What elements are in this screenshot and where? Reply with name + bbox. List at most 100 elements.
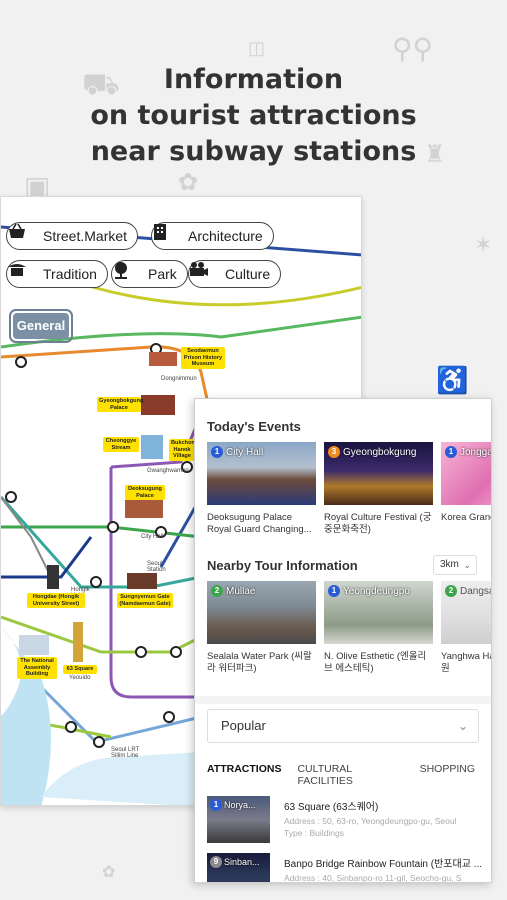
section-divider: [195, 696, 491, 704]
event-caption: Deoksugung Palace Royal Guard Changing..…: [207, 512, 312, 535]
nearby-caption: Yanghwa Ha (한강시민공원: [441, 651, 491, 674]
han-river-2: [41, 752, 201, 805]
general-button-label: General: [13, 313, 69, 339]
tab-cultural-facilities[interactable]: CULTURAL FACILITIES: [297, 763, 353, 787]
map-tag-bukchon[interactable]: Bukchon Hanok Village: [169, 439, 195, 461]
filter-label: Street.Market: [43, 228, 128, 244]
nearby-card[interactable]: 2Dangsan Yanghwa Ha (한강시민공원: [441, 581, 491, 675]
event-image: 1Jonggak: [441, 442, 491, 505]
headline-line-1: Information: [163, 64, 344, 95]
headline: Information on tourist attractions near …: [0, 62, 507, 170]
camera-icon: [190, 262, 219, 284]
landmark-deoksugung: [125, 500, 163, 518]
general-button[interactable]: General: [9, 309, 73, 343]
map-tag-hongdae[interactable]: Hongdae (Hongik University Street): [27, 593, 85, 609]
nearby-caption: N. Olive Esthetic (엔올리브 에스테틱): [324, 651, 427, 674]
filter-park[interactable]: Park: [111, 260, 188, 288]
event-card[interactable]: 1Jonggak Korea Grand 그랜드세일): [441, 442, 491, 536]
map-tag-cheonggye[interactable]: Cheonggye Stream: [103, 437, 139, 453]
filter-label: Tradition: [43, 266, 97, 282]
station-label: Yeouido: [69, 675, 91, 681]
category-tabs[interactable]: ATTRACTIONS CULTURAL FACILITIES SHOPPING: [207, 763, 491, 787]
filter-architecture[interactable]: Architecture: [151, 222, 274, 250]
traditional-house-icon: [8, 264, 37, 284]
station-label: Seoul Station: [147, 561, 166, 573]
map-tag-63-square[interactable]: 63 Square: [63, 665, 97, 674]
line-navy: [1, 536, 93, 579]
chevron-down-icon: ⌄: [463, 560, 471, 570]
event-caption: Korea Grand 그랜드세일): [441, 512, 491, 523]
tab-shopping[interactable]: SHOPPING: [419, 763, 475, 775]
line-teal: [1, 496, 202, 589]
filter-label: Park: [148, 266, 177, 282]
map-tag-deoksugung[interactable]: Deoksugung Palace: [125, 485, 165, 501]
bicycle-icon: ⚲⚲: [392, 33, 434, 64]
filter-label: Architecture: [188, 228, 263, 244]
station-label: Gwanghwamun: [147, 468, 189, 474]
line-yellow: [60, 275, 361, 307]
tree-icon: [115, 262, 142, 284]
landmark-seodaemun: [149, 352, 177, 366]
line-gray: [1, 496, 52, 578]
headline-line-2: on tourist attractions: [90, 100, 417, 131]
distance-select[interactable]: 3km ⌄: [433, 555, 477, 575]
headline-line-3: near subway stations: [90, 136, 417, 167]
station-label: Seoul LRT Sillim Line: [111, 747, 140, 759]
station-badge: 2Dangsan: [445, 585, 491, 597]
flower-icon: ✿: [102, 864, 116, 881]
todays-events-title: Today's Events: [207, 419, 301, 434]
building-icon: [154, 224, 182, 246]
car-icon: ⛟: [82, 68, 120, 101]
landmark-gyeongbokgung: [141, 395, 175, 415]
camera-icon: ◫: [248, 38, 266, 58]
hiker-icon: ✶: [474, 232, 493, 257]
wheelchair-icon: ♿: [436, 365, 469, 395]
landmark-national-assembly: [19, 635, 49, 655]
list-item-address: Address : 40, Sinbanpo-ro 11-gil, Seocho…: [284, 873, 462, 883]
nearby-caption: Sealala Water Park (씨랄라 워터파크): [207, 651, 312, 674]
map-tag-gyeongbokgung[interactable]: Gyeongbokgung Palace: [97, 397, 144, 413]
sort-dropdown[interactable]: Popular ⌄: [207, 709, 479, 743]
map-tag-seodaemun[interactable]: Seodaemun Prison History Museum: [181, 347, 225, 369]
chevron-down-icon: ⌄: [457, 719, 468, 733]
landmark-sungnyemun: [127, 573, 157, 589]
list-item-title: 63 Square (63스퀘어): [284, 802, 379, 813]
basket-icon: [9, 223, 37, 246]
station-label: Dongnimmun: [161, 376, 197, 382]
han-river: [1, 627, 51, 805]
nearby-image: 2Dangsan: [441, 581, 491, 644]
map-tag-national-assembly[interactable]: The National Assembly Building: [17, 657, 57, 679]
flower-icon: ✿: [178, 169, 199, 196]
filter-culture[interactable]: Culture: [188, 260, 282, 288]
map-tag-sungnyemun[interactable]: Sungnyemun Gate (Namdaemun Gate): [117, 593, 173, 609]
list-item-address: Address : 50, 63-ro, Yeongdeungpo-gu, Se…: [284, 816, 457, 826]
filter-street-market[interactable]: Street.Market: [6, 222, 139, 250]
tab-attractions[interactable]: ATTRACTIONS: [207, 763, 282, 775]
landmark-cheonggye: [141, 435, 163, 459]
line-purple: [109, 467, 201, 699]
filter-tradition[interactable]: Tradition: [6, 260, 108, 288]
list-item-title: Banpo Bridge Rainbow Fountain (반포대교 ...: [284, 859, 483, 870]
landmark-hongdae: [47, 565, 59, 589]
list-item-type: Type : Buildings: [284, 828, 345, 838]
line-purple-2: [110, 426, 198, 469]
